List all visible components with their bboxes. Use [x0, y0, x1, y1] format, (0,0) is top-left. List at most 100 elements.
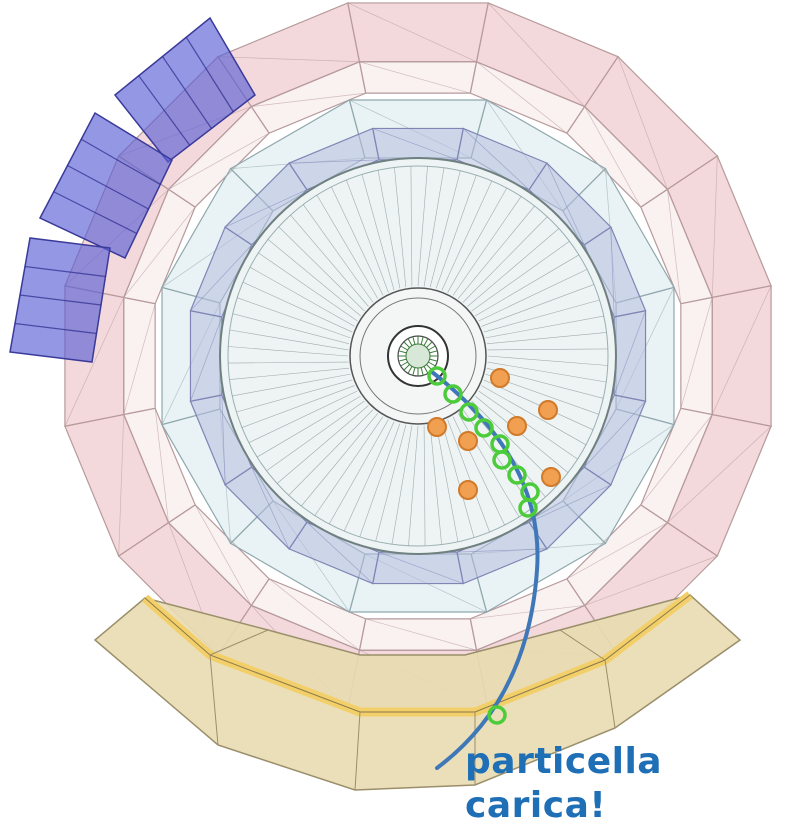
bottom-segment-divider	[559, 629, 606, 661]
bottom-segment-divider	[354, 711, 361, 791]
core-spoke	[403, 364, 410, 371]
calorimeter-segment-facet	[528, 484, 612, 523]
tracker-spoke	[447, 419, 490, 533]
tracker-spoke	[471, 241, 570, 312]
tracker-spoke	[429, 170, 461, 288]
outer-inner-segment-facet	[566, 522, 668, 580]
outer-inner-segment-facet	[680, 297, 713, 409]
tracker-spoke	[467, 228, 560, 307]
particle-label-line1: particella	[465, 741, 663, 782]
outer-inner-segment-facet	[359, 61, 471, 94]
energy-deposit-circle	[541, 467, 561, 487]
calorimeter-ring	[189, 127, 647, 585]
tracker-spoke	[359, 423, 401, 537]
tracker-spoke	[485, 315, 604, 339]
muon-chamber-stripe	[14, 322, 97, 335]
tracker-spoke	[441, 180, 493, 291]
core-spoke	[423, 338, 429, 346]
tracker-spoke	[303, 204, 374, 303]
outer-inner-segment-facet	[123, 303, 156, 415]
outer-ring-segment-facet	[667, 425, 772, 523]
track-hit-circle	[518, 498, 538, 518]
bottom-segment-divider	[604, 659, 616, 729]
tracker-spoke	[435, 423, 459, 542]
core-spoke	[420, 336, 424, 345]
muon-chamber-stripe	[67, 164, 149, 210]
outer-ring-segment-facet	[118, 414, 125, 557]
energy-deposit-circle	[427, 417, 447, 437]
calorimeter-segment-facet	[289, 159, 379, 164]
bottom-segment-divider	[209, 629, 269, 656]
tracker-spoke	[278, 226, 365, 312]
core-spoke	[412, 367, 416, 376]
tracker-spoke	[410, 166, 413, 287]
outer-ring-segment-facet	[711, 285, 772, 415]
energy-deposit-circle	[538, 400, 558, 420]
tracker-spoke	[249, 266, 355, 327]
muon-chamber-stripe	[24, 265, 106, 278]
calorimeter-segment-facet	[378, 551, 464, 584]
outer-inner-segment-facet	[168, 132, 270, 190]
outer-inner-segment-facet	[194, 504, 252, 606]
calorimeter-segment-facet	[251, 466, 290, 550]
tracker-spoke	[487, 355, 608, 366]
tracker-spoke	[457, 205, 535, 299]
muon-chamber-stripe	[185, 36, 234, 113]
calorimeter-segment-facet	[306, 522, 373, 584]
tracker-spoke	[248, 390, 358, 443]
tracker-spoke	[457, 413, 520, 518]
tracker-spoke	[241, 385, 355, 428]
calorimeter-segment-facet	[224, 189, 308, 228]
calorimeter-segment-facet	[457, 548, 547, 553]
outer-inner-segment-facet	[476, 61, 568, 134]
calorimeter-segment-facet	[584, 401, 646, 468]
outer-ring-segment	[347, 2, 489, 63]
outer-ring-segment-facet	[217, 56, 360, 63]
core-spoke	[400, 345, 408, 351]
tracker-spoke	[266, 400, 365, 471]
outer-ring-segment	[711, 285, 772, 427]
outer-ring-segment-facet	[347, 2, 477, 63]
track-hit-circle	[443, 384, 463, 404]
outer-inner-segment-facet	[365, 618, 477, 651]
tracker-spoke	[346, 179, 389, 293]
bottom-segment-stripe-edge	[144, 594, 691, 713]
tracker-spoke	[478, 269, 588, 322]
calorimeter-segment-facet	[613, 310, 646, 396]
outer-inner-segment-facet	[268, 578, 360, 651]
calorimeter-segment-facet	[463, 128, 530, 190]
core-spoke	[420, 367, 424, 376]
core-spoke	[429, 358, 438, 362]
core-spoke	[428, 345, 436, 351]
tracker-spoke	[481, 385, 587, 446]
tracker-spoke	[447, 187, 508, 293]
tracker-spoke	[441, 421, 475, 538]
outer-inner-segment-facet	[584, 106, 642, 208]
core-spoke	[400, 361, 408, 367]
track-hit-circle	[459, 402, 479, 422]
calorimeter-segment-facet	[372, 128, 458, 161]
outer-inner-segment-facet	[251, 92, 366, 107]
tracker-spoke	[487, 348, 608, 351]
energy-deposit-circle	[490, 368, 510, 388]
hits-layer	[427, 366, 561, 725]
outer-inner-segment-facet	[123, 206, 196, 298]
tracker-spoke	[236, 379, 353, 413]
tracker-spoke	[423, 167, 445, 287]
tracker-inner-circle	[227, 165, 609, 547]
tracker-spoke	[483, 379, 594, 431]
tracker-spoke	[481, 284, 595, 327]
tracker-spoke	[276, 405, 369, 484]
track-hit-circle	[507, 465, 527, 485]
tracker-spoke	[267, 239, 361, 317]
outer-inner-segment-facet	[667, 189, 682, 304]
tracker-spoke	[229, 329, 349, 351]
tracker-spoke	[301, 413, 379, 507]
core-spoke	[398, 358, 407, 362]
tracker-spoke	[423, 425, 426, 546]
tracker-spoke	[229, 367, 350, 380]
particle-label-line2: carica!	[465, 785, 607, 826]
outer-ring-segment-facet	[64, 297, 125, 427]
tracker-spoke	[435, 175, 477, 289]
tracker-spoke	[237, 297, 351, 339]
